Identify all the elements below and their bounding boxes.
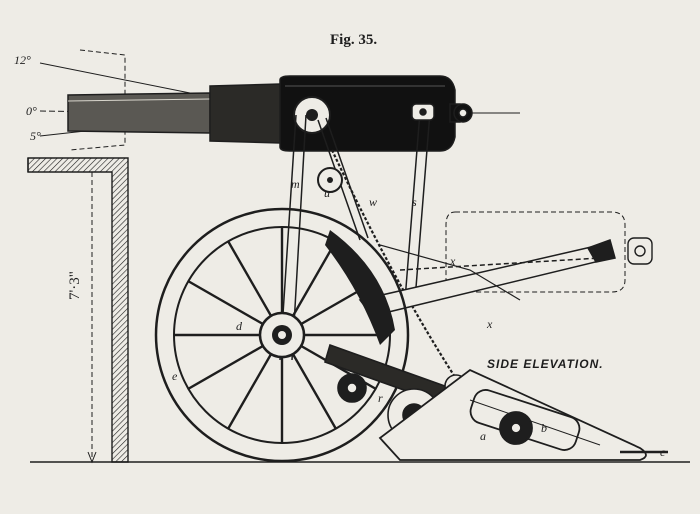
part-label-m: m [291,177,300,191]
part-label-c: c [660,445,666,459]
part-label-x-upper: x [450,254,456,268]
part-label-w: w [369,195,378,209]
view-title: SIDE ELEVATION. [487,357,604,371]
elevation-mark-0: 0° [26,104,37,118]
elevation-mark-12: 12° [14,53,31,67]
part-label-a: a [480,429,486,443]
trunnion-pulley [293,96,331,134]
part-label-d: d [236,319,242,333]
recoil-position-outline [445,211,626,293]
carriage-cheek [325,230,395,345]
gun-barrel [67,75,473,152]
height-dimension-line [84,171,100,464]
main-wheel [154,207,410,463]
part-label-r: r [378,391,383,405]
parapet-wall [27,157,129,463]
recoil-cascabel [627,237,653,265]
trail-sledge [378,368,668,461]
figure-title: Fig. 35. [330,32,378,48]
carriage-roller [317,167,343,193]
part-label-s: s [412,195,417,209]
height-dimension-label: 7'·3" [67,271,83,300]
part-label-x-lower: x [487,317,493,331]
part-label-e: e [172,369,178,383]
part-label-b: b [541,421,547,435]
elevation-mark-5: 5° [30,129,41,143]
upper-arm [358,239,616,317]
part-label-u: u [324,186,330,200]
drive-chain [331,149,471,401]
